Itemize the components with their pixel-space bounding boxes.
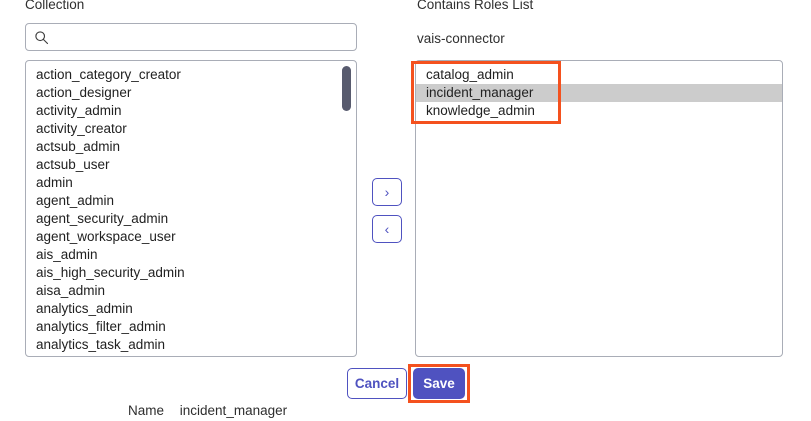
selected-option[interactable]: incident_manager [416, 84, 782, 102]
record-name-value: incident_manager [179, 403, 288, 418]
move-right-button[interactable]: › [372, 178, 402, 206]
parent-role-name: vais-connector [417, 31, 505, 46]
chevron-right-icon: › [384, 184, 390, 200]
available-option[interactable]: analytics_task_admin [36, 337, 166, 352]
available-option[interactable]: analytics_admin [36, 301, 133, 316]
move-left-button[interactable]: ‹ [372, 215, 402, 243]
available-option[interactable]: activity_admin [36, 103, 122, 118]
available-list-scrollbar[interactable] [342, 63, 354, 356]
save-button[interactable]: Save [413, 368, 465, 399]
chevron-left-icon: ‹ [384, 221, 390, 237]
available-option[interactable]: agent_workspace_user [36, 229, 176, 244]
record-name-row: Name incident_manager [128, 403, 287, 418]
search-icon [34, 30, 49, 45]
search-box[interactable] [25, 23, 357, 51]
record-name-label: Name [128, 403, 165, 418]
contains-roles-list-label: Contains Roles List [417, 0, 534, 12]
available-option[interactable]: action_category_creator [36, 67, 181, 82]
available-option[interactable]: admin [36, 175, 73, 190]
selected-option[interactable]: catalog_admin [426, 67, 514, 82]
cancel-button[interactable]: Cancel [347, 368, 407, 399]
available-option[interactable]: actsub_admin [36, 139, 121, 154]
available-roles-label: Collection [25, 0, 85, 12]
selected-option[interactable]: knowledge_admin [426, 103, 535, 118]
available-list-scroll-thumb[interactable] [342, 66, 351, 111]
available-option[interactable]: agent_security_admin [36, 211, 169, 226]
search-input[interactable] [56, 24, 348, 50]
available-option[interactable]: actsub_user [36, 157, 110, 172]
available-option[interactable]: aisa_admin [36, 283, 106, 298]
available-option[interactable]: agent_admin [36, 193, 115, 208]
available-option[interactable]: ais_admin [36, 247, 98, 262]
available-option[interactable]: analytics_filter_admin [36, 319, 166, 334]
available-option[interactable]: action_designer [36, 85, 132, 100]
available-option[interactable]: activity_creator [36, 121, 127, 136]
available-option[interactable]: ais_high_security_admin [36, 265, 185, 280]
